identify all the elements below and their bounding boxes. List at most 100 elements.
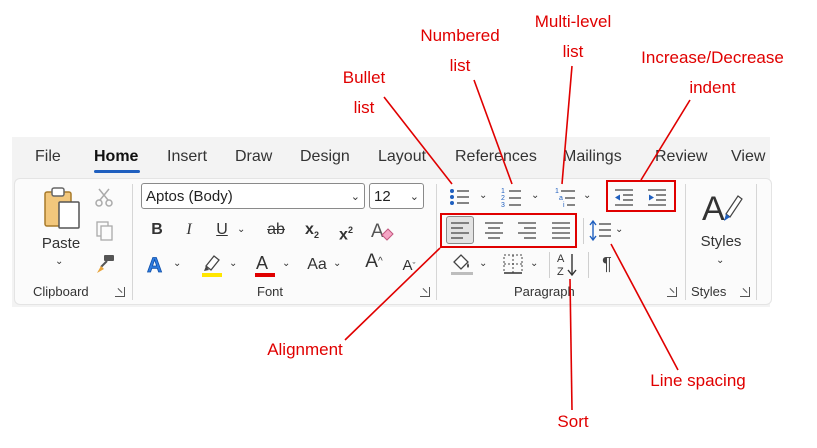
tab-mailings[interactable]: Mailings [563, 148, 622, 165]
line-spacing-button[interactable] [589, 219, 613, 247]
strikethrough-button[interactable]: ab [267, 221, 285, 238]
increase-indent-icon [648, 189, 666, 206]
tab-design[interactable]: Design [300, 148, 350, 165]
caret-up-icon: ^ [377, 256, 383, 267]
align-center-button[interactable] [484, 220, 504, 245]
line-spacing-icon [589, 219, 611, 242]
clipboard-launcher-icon[interactable] [115, 287, 125, 297]
grow-font-letter: A [365, 251, 378, 272]
justify-icon [552, 222, 570, 239]
tab-draw[interactable]: Draw [235, 148, 273, 165]
underline-button[interactable]: U [216, 221, 228, 238]
sort-button[interactable]: A Z [556, 250, 582, 283]
shading-button[interactable] [450, 252, 474, 281]
tab-layout[interactable]: Layout [378, 148, 427, 165]
bullet-list-pointer [383, 96, 453, 185]
tab-insert[interactable]: Insert [167, 148, 208, 165]
format-painter-button[interactable] [95, 253, 117, 280]
font-color-button[interactable]: A [253, 252, 277, 283]
bullets-button[interactable] [449, 187, 473, 212]
caret-down-icon: ˇ [412, 261, 416, 271]
shrink-font-letter: A [402, 257, 413, 274]
align-left-button[interactable] [450, 220, 470, 245]
highlight-button[interactable] [200, 252, 224, 283]
styles-dropdown-caret[interactable]: ⌄ [716, 255, 725, 266]
sort-icon: A Z [557, 253, 577, 278]
numbering-button[interactable]: 1 2 3 [501, 186, 525, 213]
grow-font-button[interactable]: A^ [365, 251, 383, 273]
clear-formatting-icon: A [371, 221, 394, 242]
increase-indent-button[interactable] [646, 187, 668, 212]
font-color-dropdown-caret[interactable]: ⌄ [282, 258, 291, 269]
numbering-dropdown-caret[interactable]: ⌄ [531, 190, 540, 201]
clear-formatting-button[interactable]: A [370, 219, 394, 248]
styles-launcher-icon[interactable] [740, 287, 750, 297]
superscript-mark: 2 [347, 225, 353, 235]
paragraph-launcher-icon[interactable] [667, 287, 677, 297]
paragraph-group-label: Paragraph [514, 284, 575, 299]
multi-level-list-annotation: Multi-level list [523, 12, 623, 62]
styles-group-label: Styles [691, 284, 727, 299]
highlight-dropdown-caret[interactable]: ⌄ [229, 258, 238, 269]
tab-home[interactable]: Home [94, 148, 139, 165]
chevron-down-icon[interactable]: ⌄ [350, 191, 360, 203]
svg-text:3: 3 [501, 202, 505, 209]
font-launcher-icon[interactable] [420, 287, 430, 297]
tab-file[interactable]: File [35, 148, 61, 165]
paste-dropdown-caret[interactable]: ⌄ [55, 256, 64, 267]
font-size-value: 12 [374, 188, 391, 205]
paste-label[interactable]: Paste [41, 235, 81, 252]
bullets-dropdown-caret[interactable]: ⌄ [479, 190, 488, 201]
active-tab-indicator [94, 170, 140, 173]
alignment-highlight-box [440, 213, 577, 248]
superscript-button[interactable]: x2 [336, 219, 356, 246]
sort-pointer [569, 278, 573, 411]
font-size-combobox[interactable]: 12 ⌄ [369, 183, 424, 209]
tab-review[interactable]: Review [655, 148, 708, 165]
bold-button[interactable]: B [151, 221, 163, 238]
annotation-line: list [449, 56, 471, 75]
indent-highlight-box [606, 180, 676, 212]
shrink-font-button[interactable]: Aˇ [400, 255, 418, 277]
multilevel-list-icon: 1 a i [555, 188, 575, 209]
shading-dropdown-caret[interactable]: ⌄ [479, 258, 488, 269]
text-effects-button[interactable]: A [146, 253, 170, 282]
styles-button-label[interactable]: Styles [700, 233, 742, 250]
cut-button[interactable] [95, 187, 113, 212]
align-left-icon [451, 222, 469, 239]
chevron-down-icon[interactable]: ⌄ [409, 191, 419, 203]
scissors-icon [95, 188, 113, 207]
italic-button[interactable]: I [186, 221, 192, 238]
align-right-button[interactable] [517, 220, 537, 245]
divider [549, 252, 550, 278]
tab-view[interactable]: View [731, 148, 766, 165]
underline-dropdown-caret[interactable]: ⌄ [237, 224, 246, 235]
font-name-combobox[interactable]: Aptos (Body) ⌄ [141, 183, 365, 209]
svg-text:1: 1 [555, 188, 559, 195]
change-case-button[interactable]: Aa [307, 256, 327, 273]
tab-references[interactable]: References [455, 148, 537, 165]
justify-button[interactable] [551, 220, 571, 245]
text-effects-dropdown-caret[interactable]: ⌄ [173, 258, 182, 269]
sort-annotation: Sort [557, 412, 589, 431]
annotation-line: indent [689, 78, 736, 97]
paste-button[interactable] [42, 186, 82, 235]
divider [588, 252, 589, 278]
annotation-line: list [562, 42, 584, 61]
subscript-mark: 2 [313, 230, 319, 241]
change-case-dropdown-caret[interactable]: ⌄ [333, 258, 342, 269]
multilevel-list-button[interactable]: 1 a i [555, 186, 579, 213]
subscript-button[interactable]: x2 [302, 219, 322, 246]
line-spacing-dropdown-caret[interactable]: ⌄ [615, 224, 624, 235]
borders-dropdown-caret[interactable]: ⌄ [530, 258, 539, 269]
decrease-indent-icon [615, 189, 633, 206]
decrease-indent-button[interactable] [613, 187, 635, 212]
bullet-list-icon [450, 189, 469, 205]
styles-gallery-button[interactable]: A [700, 186, 744, 231]
paintbrush-icon [97, 255, 114, 273]
show-formatting-marks-button[interactable]: ¶ [602, 254, 612, 274]
copy-button[interactable] [95, 220, 115, 247]
multilevel-dropdown-caret[interactable]: ⌄ [583, 190, 592, 201]
alignment-annotation: Alignment [267, 340, 343, 359]
borders-button[interactable] [502, 253, 524, 280]
